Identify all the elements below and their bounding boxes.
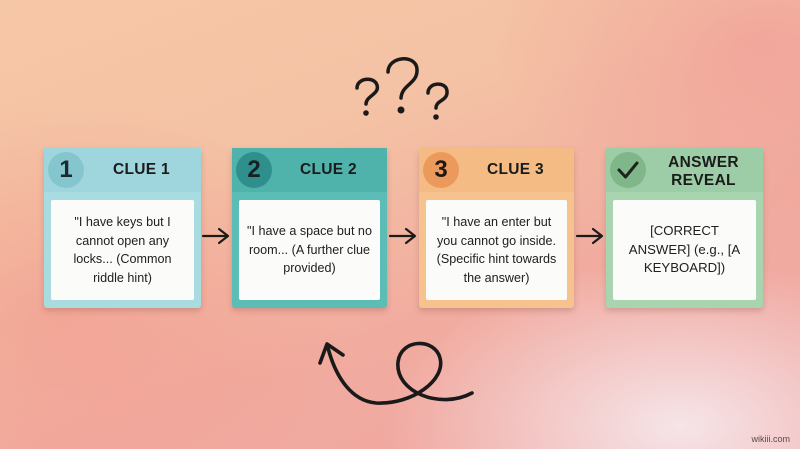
- clue-2-card: 2 CLUE 2 "I have a space but no room... …: [232, 148, 387, 308]
- clue-3-number-badge: 3: [423, 152, 459, 188]
- clue-3-text: "I have an enter but you cannot go insid…: [426, 200, 567, 300]
- right-arrow-icon: [388, 227, 417, 245]
- clue-3-title: CLUE 3: [487, 161, 544, 178]
- watermark: wikiii.com: [751, 434, 790, 444]
- clue-1-card: 1 CLUE 1 "I have keys but I cannot open …: [44, 148, 201, 308]
- answer-reveal-text: [CORRECT ANSWER] (e.g., [A KEYBOARD]): [613, 200, 756, 300]
- answer-reveal-card: ANSWER REVEAL [CORRECT ANSWER] (e.g., [A…: [606, 148, 763, 308]
- question-marks-icon: [355, 57, 449, 120]
- right-arrow-icon: [201, 227, 230, 245]
- clue-2-text: "I have a space but no room... (A furthe…: [239, 200, 380, 300]
- clue-2-header: 2 CLUE 2: [232, 148, 387, 192]
- checkmark-icon: [610, 152, 646, 188]
- right-arrow-icon: [575, 227, 604, 245]
- loop-arrow-icon: [318, 341, 474, 405]
- clue-2-number-badge: 2: [236, 152, 272, 188]
- clue-3-header: 3 CLUE 3: [419, 148, 574, 192]
- answer-reveal-header: ANSWER REVEAL: [606, 148, 763, 192]
- clue-3-card: 3 CLUE 3 "I have an enter but you cannot…: [419, 148, 574, 308]
- clue-1-number-badge: 1: [48, 152, 84, 188]
- clue-1-header: 1 CLUE 1: [44, 148, 201, 192]
- clue-1-text: "I have keys but I cannot open any locks…: [51, 200, 194, 300]
- clue-1-title: CLUE 1: [113, 161, 170, 178]
- answer-reveal-title: ANSWER REVEAL: [668, 154, 739, 189]
- clue-2-title: CLUE 2: [300, 161, 357, 178]
